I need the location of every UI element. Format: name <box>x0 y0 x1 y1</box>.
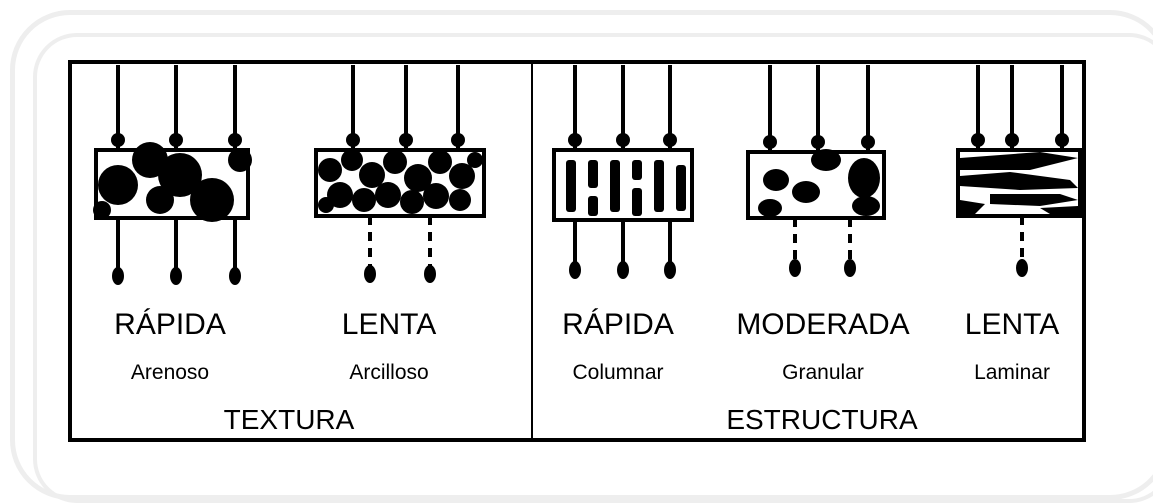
rate-label-arenoso: RÁPIDA <box>114 308 226 341</box>
sample-columnar <box>552 65 694 279</box>
sample-arenoso <box>93 65 252 285</box>
rate-label-columnar: RÁPIDA <box>562 308 674 341</box>
particles <box>93 142 252 222</box>
type-label-granular: Granular <box>782 361 864 384</box>
section-divider <box>531 62 533 440</box>
type-label-arenoso: Arenoso <box>130 361 210 384</box>
type-label-arcilloso: Arcilloso <box>349 361 429 384</box>
soil-diagram <box>93 65 1082 285</box>
rate-label-arcilloso: LENTA <box>341 308 437 341</box>
sample-granular <box>746 65 886 277</box>
inflow-arrows <box>111 65 242 150</box>
sample-arcilloso <box>314 65 486 283</box>
section-title-textura: TEXTURA <box>223 404 355 435</box>
type-label-laminar: Laminar <box>974 361 1050 384</box>
rate-label-laminar: LENTA <box>964 308 1060 341</box>
outflow-arrows <box>112 218 241 285</box>
section-title-estructura: ESTRUCTURA <box>726 404 918 435</box>
type-label-columnar: Columnar <box>572 361 664 384</box>
rate-label-granular: MODERADA <box>736 308 910 341</box>
sample-laminar <box>956 65 1082 277</box>
